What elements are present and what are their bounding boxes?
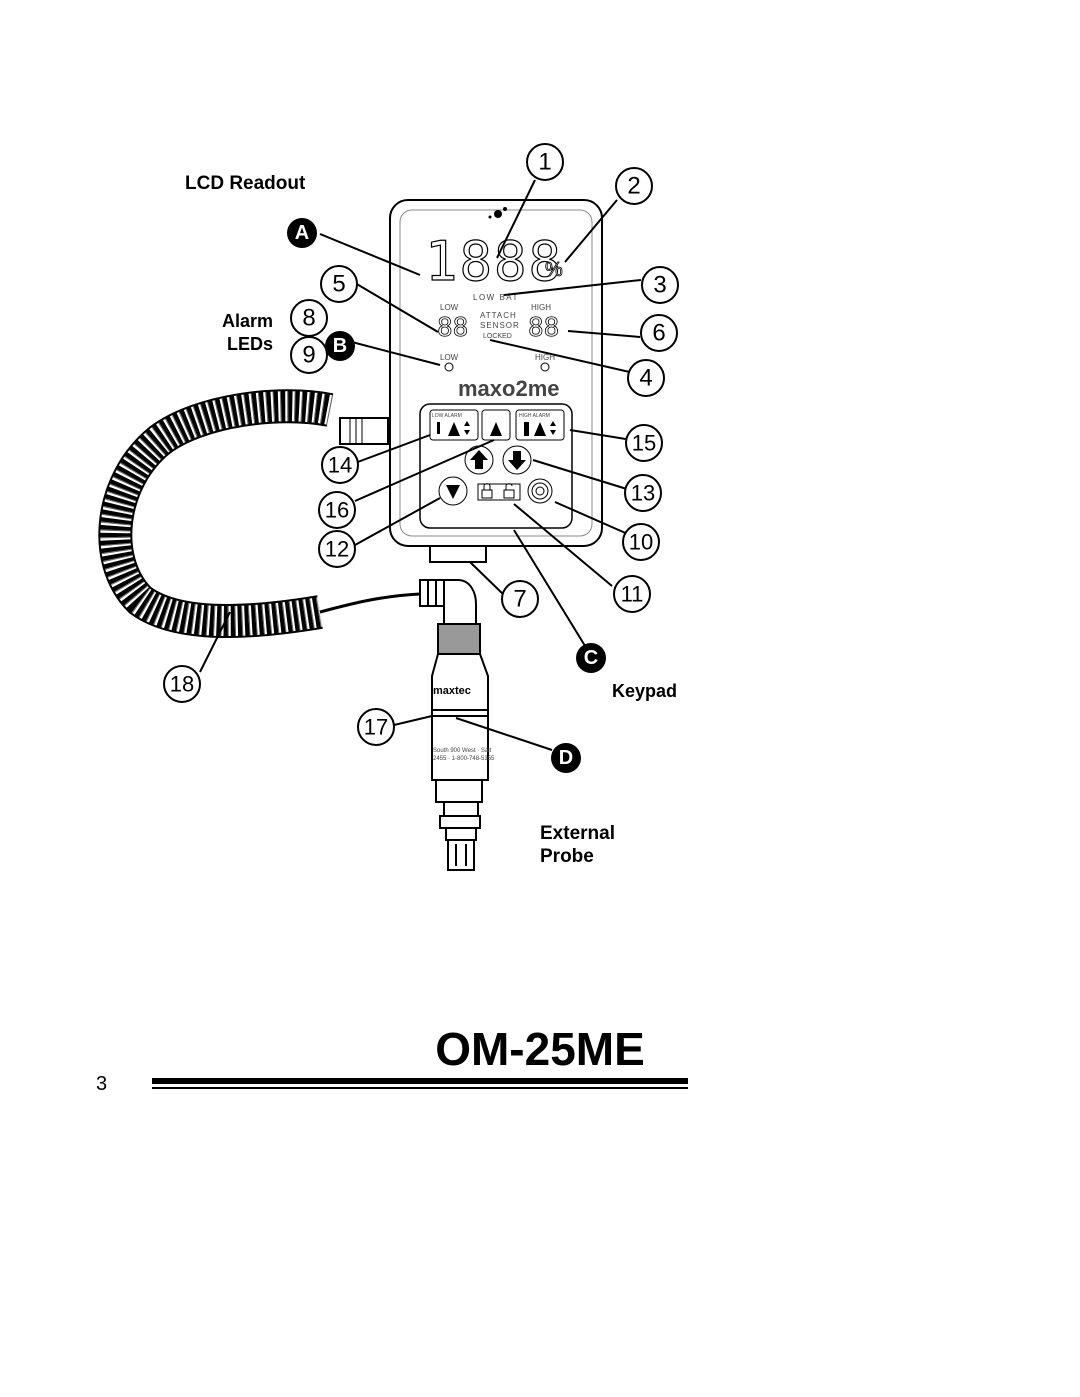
callout-7: 7 <box>501 580 539 618</box>
probe-phone: 2455 · 1-800-748-5355 <box>433 756 495 762</box>
low-alarm-button[interactable] <box>437 421 470 436</box>
led-high-label: HIGH <box>535 353 555 362</box>
callout-5: 5 <box>320 265 358 303</box>
svg-text:A: A <box>295 222 309 244</box>
model-title: OM-25ME <box>435 1023 645 1075</box>
lcd-main-digits: 1888 <box>425 230 563 293</box>
callout-2: 2 <box>615 167 653 205</box>
down-arrow-button[interactable] <box>502 445 532 475</box>
callout-D: D <box>551 743 581 773</box>
led-low-label: LOW <box>440 353 459 362</box>
probe-label: Probe <box>540 846 594 867</box>
callout-17: 17 <box>357 708 395 746</box>
callout-B: B <box>325 331 355 361</box>
led-high <box>540 362 550 372</box>
callout-1: 1 <box>526 143 564 181</box>
callout-6: 6 <box>640 314 678 352</box>
lock-button[interactable] <box>477 483 521 501</box>
sensor-indicator: SENSOR <box>480 321 520 330</box>
footer-rule-thick <box>152 1078 688 1084</box>
svg-text:7: 7 <box>513 586 526 613</box>
device-logo: maxo2me <box>458 376 560 401</box>
svg-text:8: 8 <box>302 305 315 332</box>
callout-15: 15 <box>625 424 663 462</box>
alarm-high-digits: 88 <box>528 313 559 343</box>
svg-text:5: 5 <box>332 271 345 298</box>
callout-9: 9 <box>290 336 328 374</box>
alarm-label: Alarm <box>222 311 273 331</box>
alarm-low-digits: 88 <box>437 313 468 343</box>
sun-icon <box>488 207 507 219</box>
footer-rule-thin <box>152 1087 688 1089</box>
leader-lines <box>199 179 642 751</box>
probe-address: South 900 West · Salt <box>433 748 492 754</box>
callout-18: 18 <box>163 665 201 703</box>
leds-label: LEDs <box>227 334 273 354</box>
keypad-label: Keypad <box>612 681 677 701</box>
callout-13: 13 <box>624 474 662 512</box>
svg-text:6: 6 <box>652 320 665 347</box>
callout-4: 4 <box>627 359 665 397</box>
locked-indicator: LOCKED <box>483 333 512 340</box>
attach-indicator: ATTACH <box>480 311 517 320</box>
high-alarm-button[interactable] <box>524 421 556 436</box>
svg-text:4: 4 <box>639 365 652 392</box>
callout-14: 14 <box>321 446 359 484</box>
calibrate-button[interactable] <box>438 476 468 506</box>
svg-text:B: B <box>333 335 347 357</box>
callout-12: 12 <box>318 530 356 568</box>
low-alarm-label: LOW ALARM <box>432 413 462 419</box>
svg-text:12: 12 <box>325 537 349 562</box>
lcd-percent: % <box>545 259 563 281</box>
probe-connector <box>419 545 487 625</box>
callout-C: C <box>576 643 606 673</box>
led-low <box>444 362 454 372</box>
low-bat-indicator: LOW BAT <box>473 293 519 302</box>
lcd-readout-label: LCD Readout <box>185 173 306 194</box>
power-button[interactable] <box>527 478 553 504</box>
callout-10: 10 <box>622 523 660 561</box>
alarm-low-label: LOW <box>440 303 459 312</box>
svg-text:17: 17 <box>364 715 388 740</box>
svg-text:11: 11 <box>621 582 644 607</box>
callout-8: 8 <box>290 299 328 337</box>
callout-16: 16 <box>318 491 356 529</box>
alarm-silence-button[interactable] <box>490 422 502 436</box>
svg-text:15: 15 <box>632 431 656 456</box>
svg-text:9: 9 <box>302 342 315 369</box>
svg-text:1: 1 <box>538 149 551 176</box>
alarm-high-label: HIGH <box>531 303 551 312</box>
callout-3: 3 <box>641 266 679 304</box>
external-label: External <box>540 823 615 844</box>
coiled-cable <box>98 389 421 638</box>
svg-text:18: 18 <box>170 672 194 697</box>
svg-text:16: 16 <box>325 498 349 523</box>
svg-text:D: D <box>559 747 573 769</box>
svg-text:C: C <box>584 647 598 669</box>
callout-11: 11 <box>613 575 651 613</box>
svg-text:2: 2 <box>627 173 640 200</box>
svg-text:3: 3 <box>653 272 666 299</box>
probe-brand: maxtec <box>433 685 471 697</box>
external-probe <box>431 623 489 871</box>
svg-text:14: 14 <box>328 453 352 478</box>
page-number: 3 <box>96 1073 108 1095</box>
svg-text:13: 13 <box>631 481 655 506</box>
callout-A: A <box>287 218 317 248</box>
svg-text:10: 10 <box>629 530 653 555</box>
high-alarm-label: HIGH ALARM <box>519 413 550 419</box>
